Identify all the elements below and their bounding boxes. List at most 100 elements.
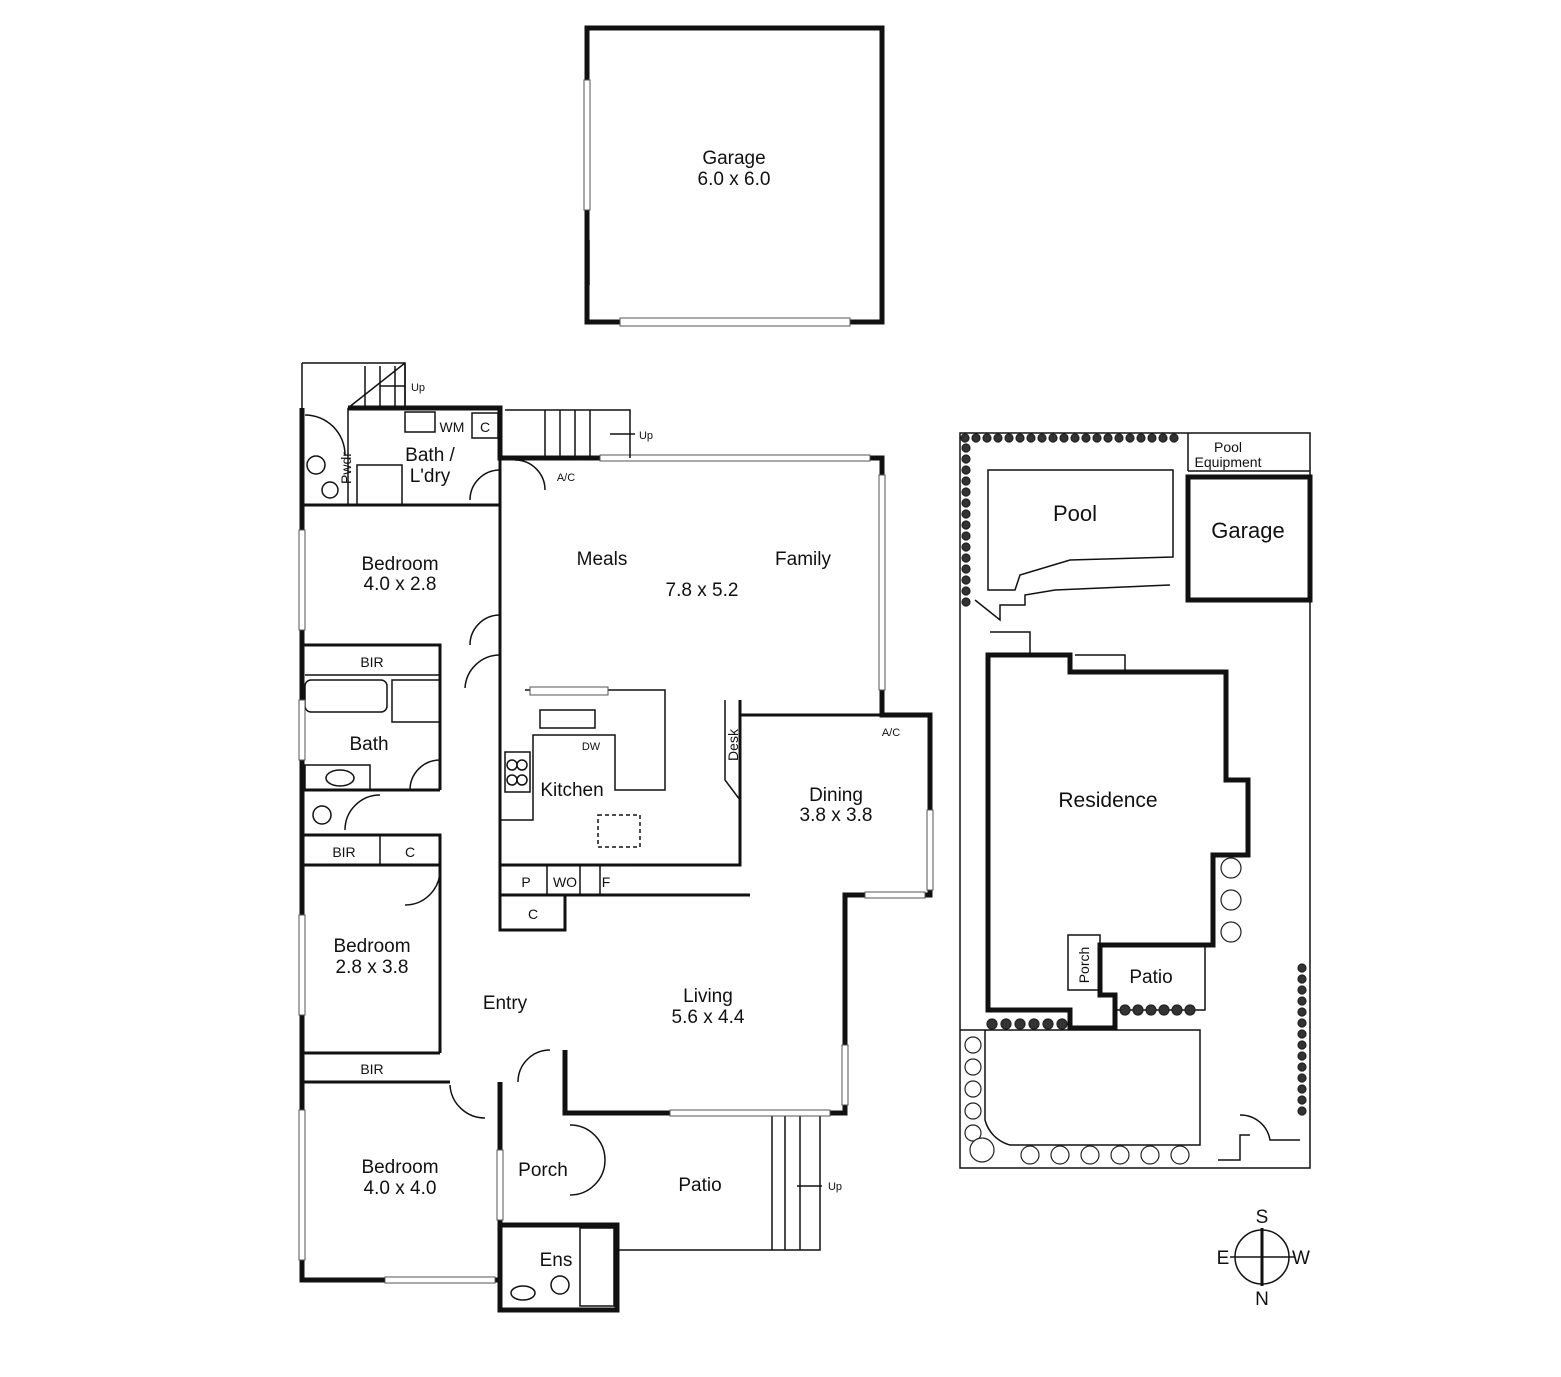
plant-icon	[1092, 433, 1102, 443]
room-label-bedroom-3: Bedroom	[361, 1157, 438, 1178]
compass-west: W	[1292, 1248, 1310, 1269]
label-cupboard-2: C	[405, 844, 415, 860]
plant-icon	[961, 443, 971, 453]
plant-icon	[961, 586, 971, 596]
room-label-bedroom-1: Bedroom	[361, 554, 438, 575]
garage-structure: Garage 6.0 x 6.0	[583, 25, 885, 327]
plant-icon	[1132, 1004, 1144, 1016]
site-plan: Pool Equipment Pool Garage Residence Por…	[959, 432, 1313, 1169]
room-size-meals-family: 7.8 x 5.2	[666, 580, 739, 601]
plant-icon	[964, 1124, 982, 1142]
plant-icon	[964, 1080, 982, 1098]
site-label-pool-equipment-2: Equipment	[1195, 454, 1262, 470]
plant-icon	[1000, 1018, 1012, 1030]
label-wall-oven: WO	[553, 874, 577, 890]
plant-icon	[1297, 974, 1307, 984]
plant-icon	[1048, 433, 1058, 443]
plant-icon	[1297, 1095, 1307, 1105]
label-cupboard: C	[480, 419, 490, 435]
plant-icon	[1114, 433, 1124, 443]
plant-icon	[986, 1018, 998, 1030]
plant-icon	[1070, 433, 1080, 443]
site-label-garage: Garage	[1211, 518, 1284, 543]
site-label-patio: Patio	[1129, 967, 1172, 988]
plant-icon	[1171, 1004, 1183, 1016]
plant-icon	[1169, 433, 1179, 443]
plant-icon	[1125, 433, 1135, 443]
room-label-ensuite: Ens	[540, 1250, 573, 1271]
plant-icon	[961, 542, 971, 552]
plant-icon	[1042, 1018, 1054, 1030]
plant-icon	[1014, 1018, 1026, 1030]
room-label-porch: Porch	[518, 1160, 568, 1181]
plant-icon	[961, 498, 971, 508]
label-cupboard-3: C	[528, 906, 538, 922]
stair-up-1: Up	[411, 382, 425, 394]
plant-icon	[1020, 1145, 1040, 1165]
room-label-patio: Patio	[678, 1175, 721, 1196]
room-size-dining: 3.8 x 3.8	[800, 805, 873, 826]
plant-icon	[964, 1058, 982, 1076]
compass-south: S	[1256, 1207, 1269, 1228]
plant-icon	[1059, 433, 1069, 443]
plant-icon	[1170, 1145, 1190, 1165]
plant-icon	[1297, 1007, 1307, 1017]
room-label-living: Living	[683, 986, 733, 1007]
plant-icon	[1081, 433, 1091, 443]
room-label-family: Family	[775, 549, 831, 570]
plant-icon	[1297, 996, 1307, 1006]
room-label-entry: Entry	[483, 993, 528, 1014]
plant-icon	[1015, 433, 1025, 443]
site-label-pool: Pool	[1053, 501, 1097, 526]
plant-icon	[1158, 1004, 1170, 1016]
site-label-porch: Porch	[1076, 947, 1092, 984]
room-size-bedroom-1: 4.0 x 2.8	[364, 574, 437, 595]
plant-icon	[1026, 433, 1036, 443]
plant-icon	[1297, 1051, 1307, 1061]
room-label-meals: Meals	[577, 549, 628, 570]
plant-icon	[1136, 433, 1146, 443]
plant-icon	[1050, 1145, 1070, 1165]
plant-icon	[961, 520, 971, 530]
plant-icon	[961, 564, 971, 574]
plant-icon	[961, 454, 971, 464]
label-pantry: P	[521, 874, 530, 890]
compass-east: E	[1217, 1248, 1230, 1269]
plant-icon	[961, 465, 971, 475]
plant-icon	[1147, 433, 1157, 443]
garage-label: Garage	[702, 148, 765, 169]
plant-icon	[1080, 1145, 1100, 1165]
plants	[960, 433, 1307, 1165]
plant-icon	[1028, 1018, 1040, 1030]
room-size-living: 5.6 x 4.4	[672, 1007, 745, 1028]
room-label-dining: Dining	[809, 785, 863, 806]
plant-icon	[1297, 1018, 1307, 1028]
room-size-bedroom-3: 4.0 x 4.0	[364, 1178, 437, 1199]
plant-icon	[1056, 1018, 1068, 1030]
plant-icon	[1145, 1004, 1157, 1016]
site-label-residence: Residence	[1058, 789, 1157, 812]
plant-icon	[1297, 1062, 1307, 1072]
plant-icon	[961, 597, 971, 607]
plant-icon	[961, 509, 971, 519]
plant-icon	[1297, 1029, 1307, 1039]
plant-icon	[960, 433, 970, 443]
room-label-bath-laundry-2: L'dry	[410, 466, 451, 487]
site-label-pool-equipment: Pool	[1214, 439, 1242, 455]
plant-icon	[1004, 433, 1014, 443]
room-label-kitchen: Kitchen	[540, 780, 603, 801]
plant-icon	[1119, 1004, 1131, 1016]
label-bir-1: BIR	[360, 654, 383, 670]
plant-icon	[1037, 433, 1047, 443]
plant-icon	[964, 1102, 982, 1120]
plant-icon	[1297, 985, 1307, 995]
room-label-bath-laundry: Bath /	[405, 445, 455, 466]
label-ac-1: A/C	[557, 472, 575, 484]
label-wm: WM	[440, 419, 465, 435]
room-size-bedroom-2: 2.8 x 3.8	[336, 957, 409, 978]
house-structure: Bath / L'dry Pwdr WM C Bedroom 4.0 x 2.8…	[298, 362, 934, 1313]
label-desk: Desk	[725, 728, 741, 761]
compass-north: N	[1255, 1289, 1269, 1310]
plant-icon	[961, 487, 971, 497]
plant-icon	[964, 1036, 982, 1054]
